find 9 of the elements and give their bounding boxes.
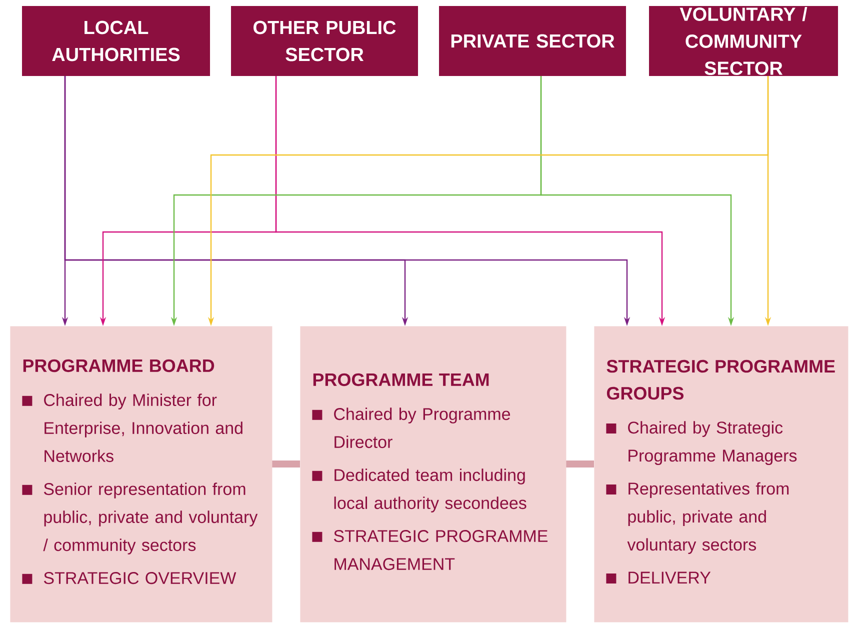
group-box: STRATEGIC PROGRAMME GROUPS Chaired by Strategic Programme Managers Representatives from public, private and voluntary sectors DELIVERY (594, 326, 848, 622)
sector-box: PRIVATE SECTOR (439, 6, 626, 76)
sector-box: OTHER PUBLIC SECTOR (231, 6, 418, 76)
sector-box: LOCAL AUTHORITIES (22, 6, 210, 76)
connector-bar (272, 460, 300, 468)
connector-bar (566, 460, 594, 468)
group-box: PROGRAMME BOARD Chaired by Minister for Enterprise, Innovation and Networks Senior representation from public, private and voluntary / community sectors STRATEGIC OVERVIEW (10, 326, 272, 622)
group-box: PROGRAMME TEAM Chaired by Programme Director Dedicated team including local authority secondees STRATEGIC PROGRAMME MANAGEMENT (300, 326, 566, 622)
sector-box: VOLUNTARY / COMMUNITY SECTOR (649, 6, 838, 76)
